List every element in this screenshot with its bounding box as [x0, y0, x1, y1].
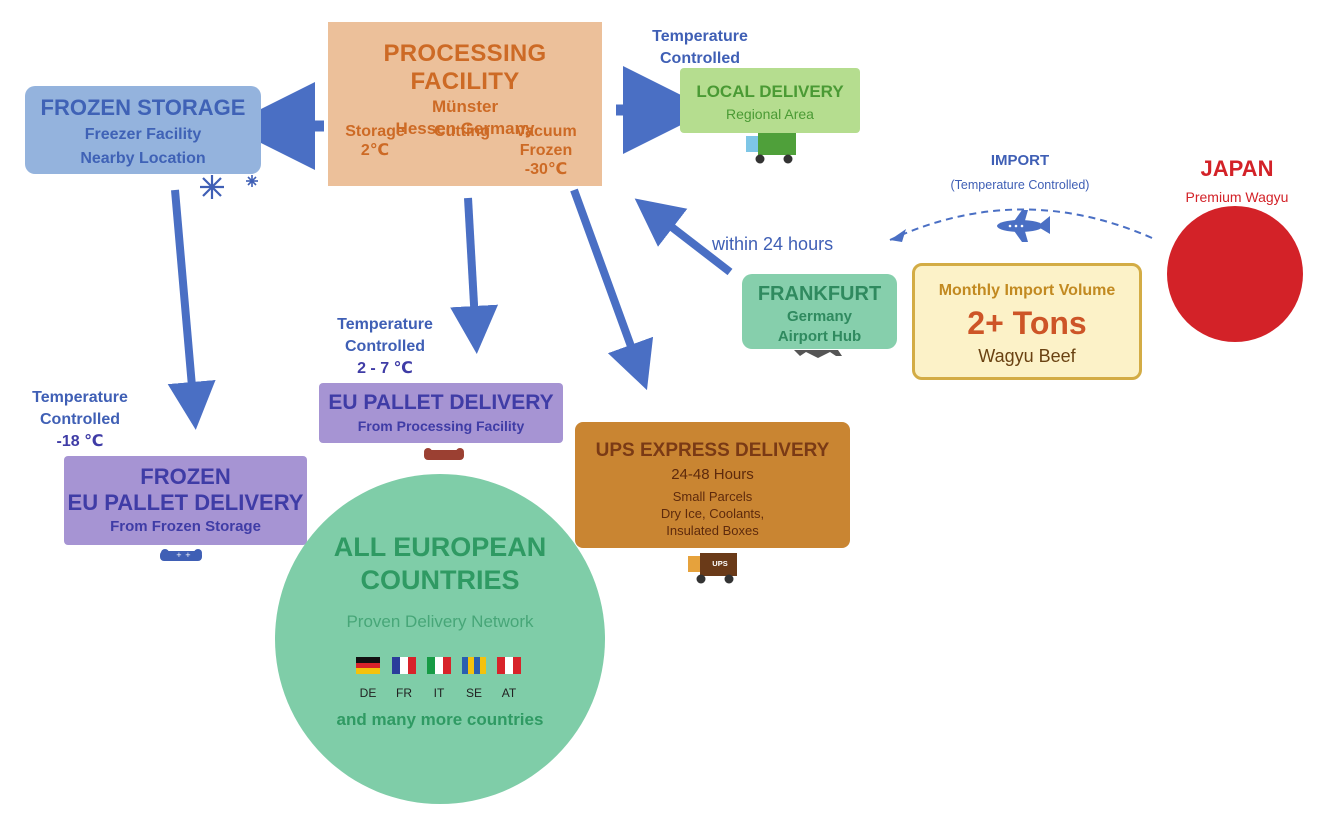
plane-icon	[997, 210, 1050, 242]
flag-code: SE	[465, 686, 482, 700]
within-24-hours: within 24 hours	[712, 234, 834, 254]
frankfurt-line1: Germany	[786, 308, 853, 325]
ups-title: UPS EXPRESS DELIVERY	[595, 440, 830, 461]
arrow-to-ups	[570, 188, 654, 391]
processing-city: Münster	[431, 97, 499, 116]
svg-text:+: +	[185, 551, 191, 559]
arrow-to-frozen-eu	[167, 189, 216, 430]
frozen-eu-title1: FROZEN	[140, 464, 231, 489]
import-subtitle: (Temperature Controlled)	[950, 178, 1090, 192]
frozen-eu-pallet-box: FROZEN EU PALLET DELIVERY From Frozen St…	[64, 456, 307, 545]
snowflake-small-icon	[246, 175, 258, 187]
monthly-unit: Wagyu Beef	[978, 346, 1076, 366]
frozen-eu-temp-label: Temperature Controlled -18 ℃	[32, 389, 128, 450]
flag-code: IT	[433, 686, 445, 700]
ups-truck-label: UPS	[712, 559, 728, 568]
monthly-value: 2+ Tons	[967, 305, 1087, 341]
hub-plane-icon	[794, 350, 842, 358]
arrow-to-eu-pallet	[450, 197, 499, 354]
eu-pallet-title: EU PALLET DELIVERY	[328, 391, 554, 414]
flag-code: DE	[359, 686, 377, 700]
eu-pallet-box: EU PALLET DELIVERY From Processing Facil…	[319, 383, 563, 443]
snowflake-icon	[200, 175, 224, 199]
flag-de-icon	[356, 657, 380, 674]
monthly-import-box: Monthly Import Volume 2+ Tons Wagyu Beef	[912, 263, 1142, 380]
europe-circle: ALL EUROPEAN COUNTRIES Proven Delivery N…	[275, 474, 605, 804]
local-temp-label: Temperature Controlled	[652, 28, 748, 67]
frankfurt-line2: Airport Hub	[777, 328, 862, 345]
local-delivery-sub: Regional Area	[726, 106, 814, 122]
frozen-pallet-icon: + +	[160, 549, 202, 561]
flag-fr-icon	[392, 657, 416, 674]
frozen-storage-line1: Freezer Facility	[84, 126, 202, 143]
frankfurt-title: FRANKFURT	[757, 283, 882, 305]
europe-sub: Proven Delivery Network	[346, 612, 534, 631]
ups-box: UPS EXPRESS DELIVERY 24-48 Hours Small P…	[575, 422, 850, 548]
ups-hours: 24-48 Hours	[671, 466, 754, 483]
ups-truck-icon	[688, 553, 737, 584]
frankfurt-box: FRANKFURT Germany Airport Hub	[742, 274, 897, 349]
import-dashed-arrow	[889, 208, 1153, 241]
frozen-storage-title: FROZEN STORAGE	[40, 95, 246, 120]
flag-at-icon	[497, 657, 521, 674]
local-delivery-title: LOCAL DELIVERY	[696, 82, 844, 101]
flag-code: AT	[501, 686, 517, 700]
eu-pallet-temp-label: Temperature Controlled 2 - 7 ℃	[337, 316, 433, 377]
japan-subtitle: Premium Wagyu	[1185, 189, 1289, 205]
flag-se-icon	[462, 657, 486, 674]
flag-it-icon	[427, 657, 451, 674]
europe-title1: ALL EUROPEAN	[333, 532, 547, 562]
local-truck-icon	[746, 133, 796, 164]
eu-pallet-sub: From Processing Facility	[357, 418, 525, 434]
arrow-frankfurt-to-processing	[634, 198, 733, 276]
processing-region: Hessen Germany	[395, 119, 535, 138]
frozen-storage-line2: Nearby Location	[80, 150, 206, 167]
frozen-eu-sub: From Frozen Storage	[110, 518, 261, 535]
japan-circle	[1167, 206, 1303, 342]
svg-text:+: +	[176, 551, 182, 559]
monthly-title: Monthly Import Volume	[938, 282, 1116, 299]
local-delivery-box: LOCAL DELIVERY Regional Area	[680, 68, 860, 133]
processing-facility-box: PROCESSING FACILITY Münster Hessen Germa…	[328, 22, 602, 186]
frozen-eu-title2: EU PALLET DELIVERY	[67, 490, 304, 515]
frozen-storage-box: FROZEN STORAGE Freezer Facility Nearby L…	[25, 86, 261, 174]
flag-code: FR	[396, 686, 412, 700]
europe-more: and many more countries	[336, 710, 544, 729]
processing-cutting: Cutting	[434, 123, 490, 140]
europe-title2: COUNTRIES	[360, 565, 520, 595]
japan-title: JAPAN	[1200, 156, 1274, 181]
processing-title: PROCESSING FACILITY	[383, 40, 547, 95]
import-title: IMPORT	[990, 152, 1050, 169]
pallet-icon	[424, 448, 464, 460]
